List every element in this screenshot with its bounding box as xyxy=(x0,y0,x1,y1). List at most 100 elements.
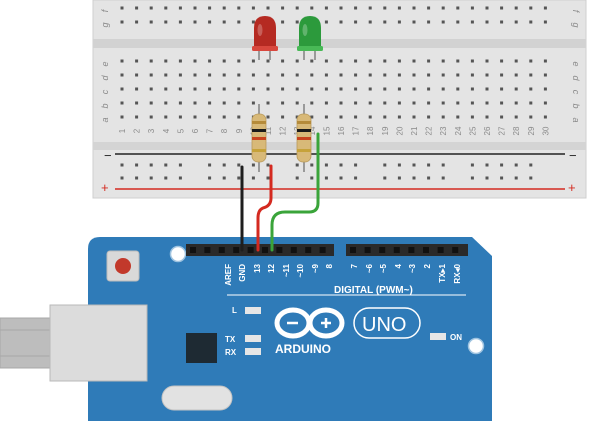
red-led[interactable] xyxy=(252,16,278,60)
breadboard-hole xyxy=(135,20,139,24)
breadboard-hole xyxy=(295,6,299,10)
header-pin[interactable] xyxy=(393,247,400,253)
header-pin[interactable] xyxy=(276,247,283,253)
wire-red[interactable] xyxy=(256,164,273,252)
breadboard-hole xyxy=(178,59,182,63)
breadboard-hole xyxy=(178,115,182,119)
header-pin[interactable] xyxy=(247,247,254,253)
digital-header-right xyxy=(346,244,468,256)
column-number: 24 xyxy=(454,126,463,135)
header-pin[interactable] xyxy=(423,247,429,253)
arduino-infinity-logo xyxy=(274,307,345,339)
tx-led-label: TX xyxy=(225,335,236,344)
row-letter: e xyxy=(100,61,110,66)
breadboard-hole xyxy=(193,73,197,77)
resistor-1-band-1 xyxy=(252,121,266,124)
resistor-1-band-4 xyxy=(252,149,266,152)
digital-pwm-label: DIGITAL (PWM~) xyxy=(334,285,413,296)
digital-header-left xyxy=(186,244,334,256)
breadboard-hole xyxy=(485,163,489,167)
breadboard-hole xyxy=(529,20,533,24)
breadboard-hole xyxy=(164,101,168,105)
column-number: 14 xyxy=(308,126,317,135)
breadboard-hole xyxy=(135,101,139,105)
breadboard-hole xyxy=(354,59,358,63)
rx-led xyxy=(245,348,261,355)
breadboard-hole xyxy=(222,101,226,105)
breadboard-hole xyxy=(149,87,153,91)
breadboard-hole xyxy=(324,176,328,180)
header-pin[interactable] xyxy=(204,247,211,253)
header-pin[interactable] xyxy=(218,247,225,253)
header-pin[interactable] xyxy=(452,247,459,253)
header-pin[interactable] xyxy=(233,247,240,253)
breadboard-hole xyxy=(427,59,431,63)
header-pin[interactable] xyxy=(408,247,415,253)
column-number: 26 xyxy=(483,126,492,135)
breadboard-hole xyxy=(514,163,518,167)
breadboard-hole xyxy=(368,6,372,10)
breadboard-hole xyxy=(529,73,533,77)
breadboard-hole xyxy=(164,73,168,77)
column-number: 17 xyxy=(352,126,361,135)
mounting-hole xyxy=(467,337,485,355)
header-pin[interactable] xyxy=(262,247,268,253)
green-led-glint xyxy=(302,24,308,36)
rail-plus-symbol-left: + xyxy=(101,180,109,195)
breadboard-hole xyxy=(339,115,343,119)
header-pin[interactable] xyxy=(319,247,326,253)
column-number: 4 xyxy=(162,128,171,133)
breadboard-hole xyxy=(397,20,401,24)
row-letter: f xyxy=(571,10,581,14)
breadboard-hole xyxy=(383,6,387,10)
green-led[interactable] xyxy=(297,16,323,60)
resistor-2[interactable] xyxy=(296,104,312,172)
header-pin[interactable] xyxy=(305,247,312,253)
breadboard-hole xyxy=(222,163,226,167)
breadboard-hole xyxy=(500,6,504,10)
uno-model-text: UNO xyxy=(362,314,406,336)
row-letter: b xyxy=(571,103,581,108)
breadboard-hole xyxy=(368,101,372,105)
mounting-hole xyxy=(169,245,187,263)
wire-green[interactable] xyxy=(270,132,320,252)
breadboard-hole xyxy=(178,176,182,180)
column-number: 25 xyxy=(468,126,477,135)
header-pin[interactable] xyxy=(190,247,196,253)
breadboard-hole xyxy=(368,87,372,91)
breadboard-hole xyxy=(441,176,445,180)
breadboard-hole xyxy=(208,6,212,10)
breadboard-hole xyxy=(514,20,518,24)
breadboard-hole xyxy=(120,115,124,119)
resistor-2-band-2 xyxy=(297,129,311,132)
breadboard-hole xyxy=(412,115,416,119)
breadboard-hole xyxy=(500,176,504,180)
header-pin[interactable] xyxy=(379,247,386,253)
resistor-2-band-1 xyxy=(297,121,311,124)
column-number: 29 xyxy=(527,126,536,135)
breadboard-hole xyxy=(208,59,212,63)
header-pin[interactable] xyxy=(437,247,444,253)
breadboard-hole xyxy=(120,6,124,10)
ic-chip xyxy=(186,333,217,363)
reset-button-cap[interactable] xyxy=(115,258,131,274)
breadboard-hole xyxy=(412,6,416,10)
breadboard-hole xyxy=(208,73,212,77)
breadboard-hole xyxy=(470,115,474,119)
breadboard-hole xyxy=(339,163,343,167)
breadboard-hole xyxy=(193,115,197,119)
breadboard-top-channel xyxy=(93,39,586,48)
header-pin[interactable] xyxy=(290,247,297,253)
breadboard-hole xyxy=(543,101,547,105)
header-pin[interactable] xyxy=(350,247,356,253)
header-pin[interactable] xyxy=(364,247,371,253)
resistor-1[interactable] xyxy=(251,104,267,172)
breadboard-hole xyxy=(456,115,460,119)
pin-label: 8 xyxy=(325,263,334,268)
breadboard-hole xyxy=(500,115,504,119)
breadboard-hole xyxy=(368,59,372,63)
breadboard-hole xyxy=(427,73,431,77)
